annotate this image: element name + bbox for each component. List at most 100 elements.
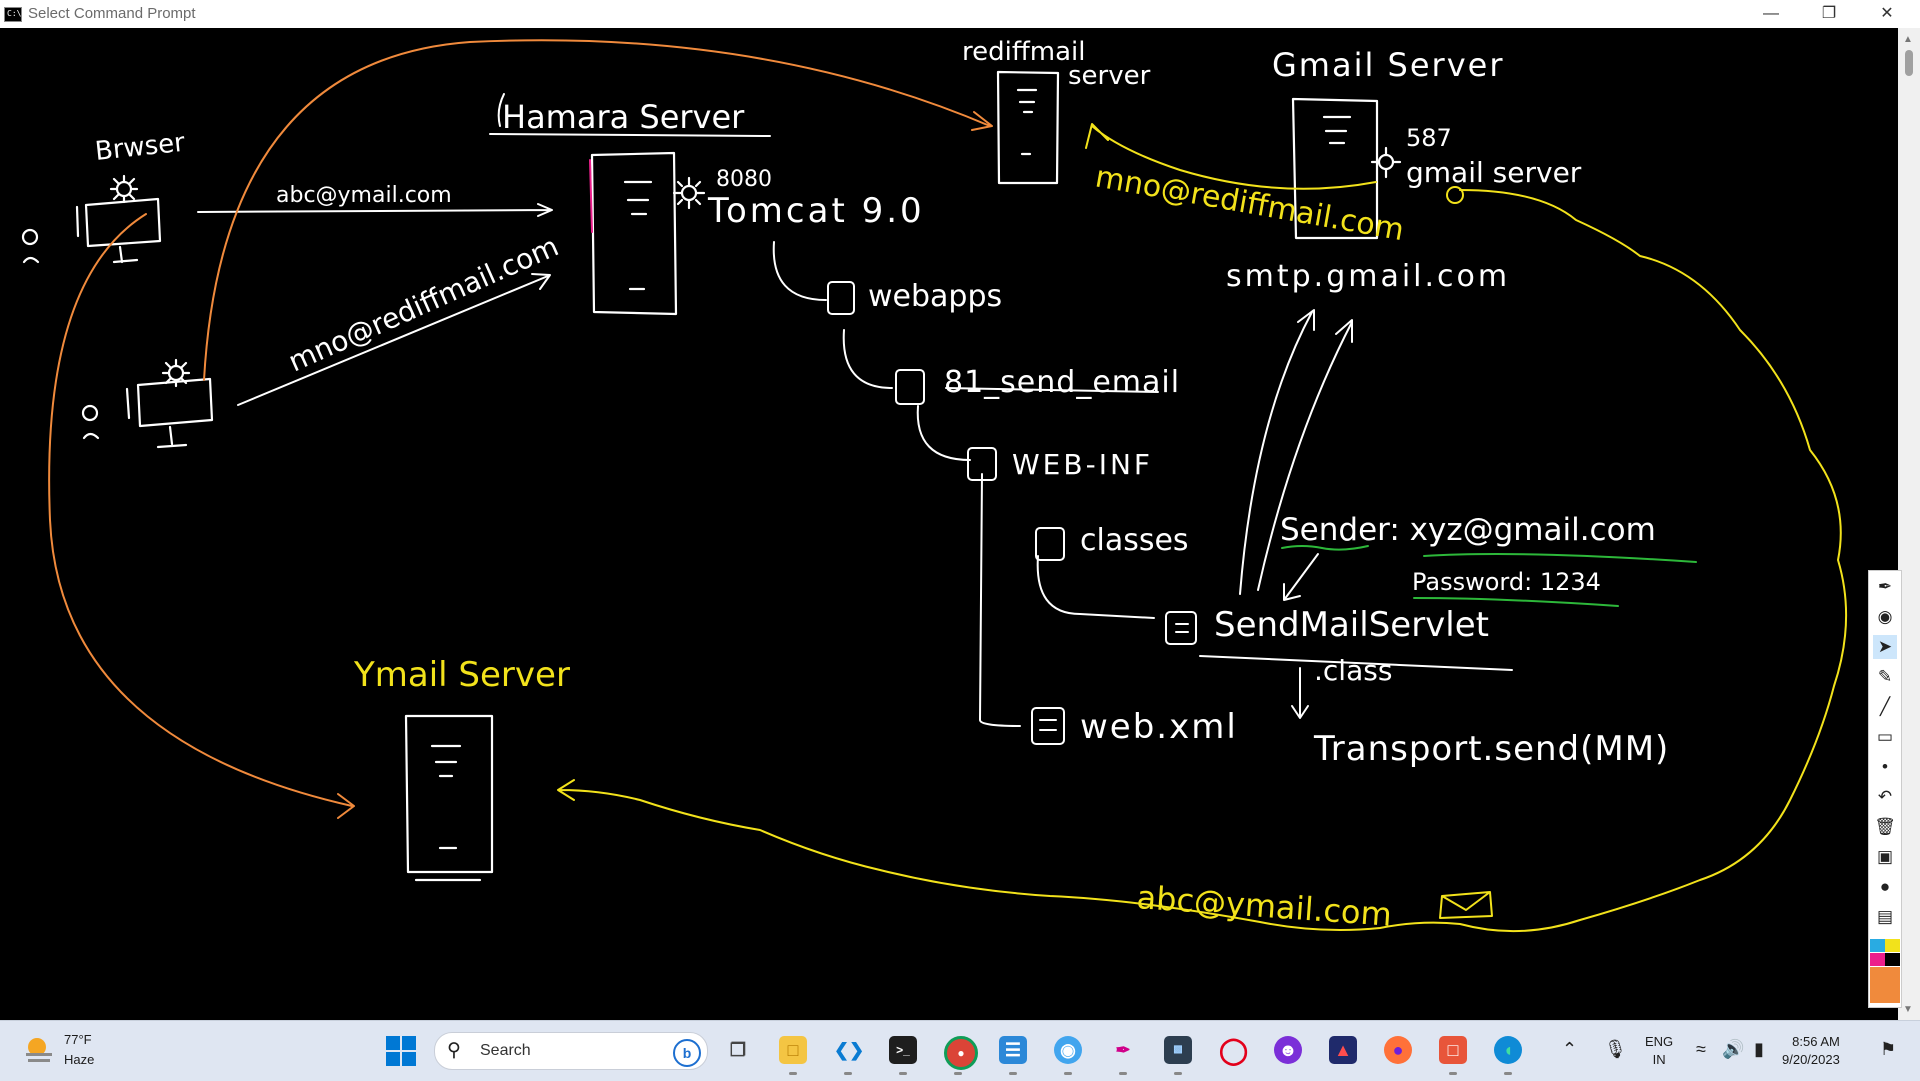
send-email-label: 81_send_email <box>944 365 1180 400</box>
photo-app-icon: ▲ <box>1329 1036 1357 1064</box>
port-8080-label: 8080 <box>716 167 772 192</box>
notepad-button[interactable]: ☰ <box>995 1032 1031 1075</box>
edge-icon: ◖ <box>1494 1036 1522 1064</box>
browser-label: Brwser <box>94 128 187 167</box>
microphone-icon[interactable]: 🎙 <box>1604 1039 1627 1059</box>
folder-icon: □ <box>779 1036 807 1064</box>
rediffmail-label-line2: server <box>1068 61 1151 91</box>
web-inf-label: WEB-INF <box>1012 448 1153 481</box>
terminal-icon: >_ <box>889 1036 917 1064</box>
window-title: Select Command Prompt <box>28 5 196 22</box>
language-code: ENG <box>1645 1034 1674 1049</box>
chevron-up-icon[interactable]: ⌃ <box>1562 1039 1578 1059</box>
annotation-toolbar: ✒ ◉ ➤ ✎ ╱ ▭ • ↶ 🗑 ▣ ● ▤ <box>1868 570 1902 1008</box>
vertical-scrollbar[interactable]: ▲ ▼ <box>1898 28 1920 1020</box>
running-indicator <box>899 1072 907 1075</box>
dot-icon[interactable]: • <box>1882 757 1888 776</box>
minimize-button[interactable]: — <box>1763 5 1779 22</box>
color-swatch-blue[interactable] <box>1870 939 1885 952</box>
game-app-button[interactable]: ☻ <box>1270 1032 1306 1068</box>
chrome-button[interactable]: ● <box>940 1032 978 1075</box>
terminal-button[interactable]: >_ <box>885 1032 921 1075</box>
running-indicator <box>1064 1072 1072 1075</box>
sender-label: Sender: xyz@gmail.com <box>1280 512 1656 548</box>
abc-email-bottom-label: abc@ymail.com <box>1135 878 1393 934</box>
running-indicator <box>1119 1072 1127 1075</box>
screen-icon[interactable]: ▣ <box>1876 847 1894 866</box>
language-indicator[interactable]: ENG IN <box>1645 1033 1673 1069</box>
running-indicator <box>1009 1072 1017 1075</box>
smtp-label: smtp.gmail.com <box>1226 259 1510 294</box>
scroll-up-icon[interactable]: ▲ <box>1903 34 1913 45</box>
scroll-down-icon[interactable]: ▼ <box>1903 1004 1913 1015</box>
web-xml-label: web.xml <box>1080 707 1238 747</box>
password-label: Password: 1234 <box>1412 568 1601 596</box>
start-button[interactable] <box>386 1036 416 1066</box>
hamara-server-icon <box>590 151 706 316</box>
color-swatch-orange[interactable] <box>1870 967 1900 1003</box>
mno-email-label: mno@rediffmail.com <box>283 230 563 379</box>
bing-icon[interactable]: b <box>673 1039 701 1067</box>
class-ext-label: .class <box>1314 654 1392 687</box>
edge-button[interactable]: ◖ <box>1490 1032 1526 1075</box>
wifi-icon[interactable]: ≈ <box>1696 1039 1706 1059</box>
search-placeholder: Search <box>480 1042 531 1059</box>
firefox-icon: ● <box>1384 1036 1412 1064</box>
opera-button[interactable]: ◯ <box>1215 1032 1251 1068</box>
pen-app-button[interactable]: ✒ <box>1105 1032 1141 1075</box>
eye-icon[interactable]: ◉ <box>1877 607 1893 626</box>
highlighter-icon[interactable]: ✎ <box>1877 667 1893 686</box>
servlet-label: SendMailServlet <box>1214 605 1489 645</box>
taskbar: 77°F Haze ⚲ Search b ❐ □ ❮❯ >_ ● ☰ ◉ ✒ ▩… <box>0 1020 1920 1081</box>
folder-tree <box>772 241 1197 745</box>
draw-app-icon: □ <box>1439 1036 1467 1064</box>
color-swatch-pink[interactable] <box>1870 953 1885 966</box>
running-indicator <box>1449 1072 1457 1075</box>
close-button[interactable]: ✕ <box>1880 5 1894 22</box>
notification-icon[interactable]: ⚑ <box>1880 1039 1897 1059</box>
vs-code-icon: ❮❯ <box>834 1040 865 1060</box>
search-icon: ⚲ <box>447 1040 461 1061</box>
volume-icon[interactable]: 🔊 <box>1722 1039 1745 1059</box>
clock[interactable]: 8:56 AM 9/20/2023 <box>1782 1033 1840 1069</box>
gmail-server-title: Gmail Server <box>1272 46 1504 84</box>
firefox-button[interactable]: ● <box>1380 1032 1416 1068</box>
mysql-workbench-icon: ▩ <box>1164 1036 1192 1064</box>
taskbar-search[interactable]: ⚲ Search b <box>434 1032 708 1070</box>
running-indicator <box>789 1072 797 1075</box>
weather-description[interactable]: Haze <box>64 1052 95 1067</box>
paint-button[interactable]: ◉ <box>1050 1032 1086 1075</box>
weather-haze-icon[interactable] <box>22 1033 56 1067</box>
restore-button[interactable]: ❐ <box>1821 5 1837 22</box>
running-indicator <box>1174 1072 1182 1075</box>
ymail-server-icon <box>404 714 494 882</box>
clipboard-icon[interactable]: ▤ <box>1876 907 1894 926</box>
paint-icon: ◉ <box>1054 1036 1082 1064</box>
drawing-canvas[interactable]: Brwser Hamara Server 8080 Tomcat 9.0 red… <box>0 28 1898 1020</box>
camera-icon[interactable]: ● <box>1879 877 1891 896</box>
client-browser-1 <box>21 174 162 264</box>
file-explorer-button[interactable]: □ <box>775 1032 811 1075</box>
color-swatch-black[interactable] <box>1885 953 1900 966</box>
vs-code-button[interactable]: ❮❯ <box>830 1032 866 1075</box>
cursor-icon[interactable]: ➤ <box>1873 635 1897 659</box>
task-view-button[interactable]: ❐ <box>720 1032 756 1068</box>
color-swatch-yellow[interactable] <box>1885 939 1900 952</box>
scroll-thumb[interactable] <box>1905 50 1913 76</box>
line-icon[interactable]: ╱ <box>1879 697 1891 716</box>
pen-icon[interactable]: ✒ <box>1877 577 1893 596</box>
draw-app-button[interactable]: □ <box>1435 1032 1471 1075</box>
trash-icon[interactable]: 🗑 <box>1874 817 1896 836</box>
mno-yellow-label: mno@rediffmail.com <box>1093 159 1407 248</box>
cmd-icon: C:\ <box>4 7 22 22</box>
gmail-server-icon <box>1291 97 1402 240</box>
hamara-server-title: Hamara Server <box>502 98 745 136</box>
mysql-workbench-button[interactable]: ▩ <box>1160 1032 1196 1075</box>
photo-app-button[interactable]: ▲ <box>1325 1032 1361 1068</box>
title-bar: C:\ Select Command Prompt — ❐ ✕ <box>0 0 1920 28</box>
battery-icon[interactable]: ▮ <box>1754 1039 1764 1059</box>
eraser-icon[interactable]: ▭ <box>1876 727 1894 746</box>
weather-temperature[interactable]: 77°F <box>64 1032 92 1047</box>
undo-icon[interactable]: ↶ <box>1877 787 1893 806</box>
annotation-drawing: Brwser Hamara Server 8080 Tomcat 9.0 red… <box>21 37 1848 934</box>
